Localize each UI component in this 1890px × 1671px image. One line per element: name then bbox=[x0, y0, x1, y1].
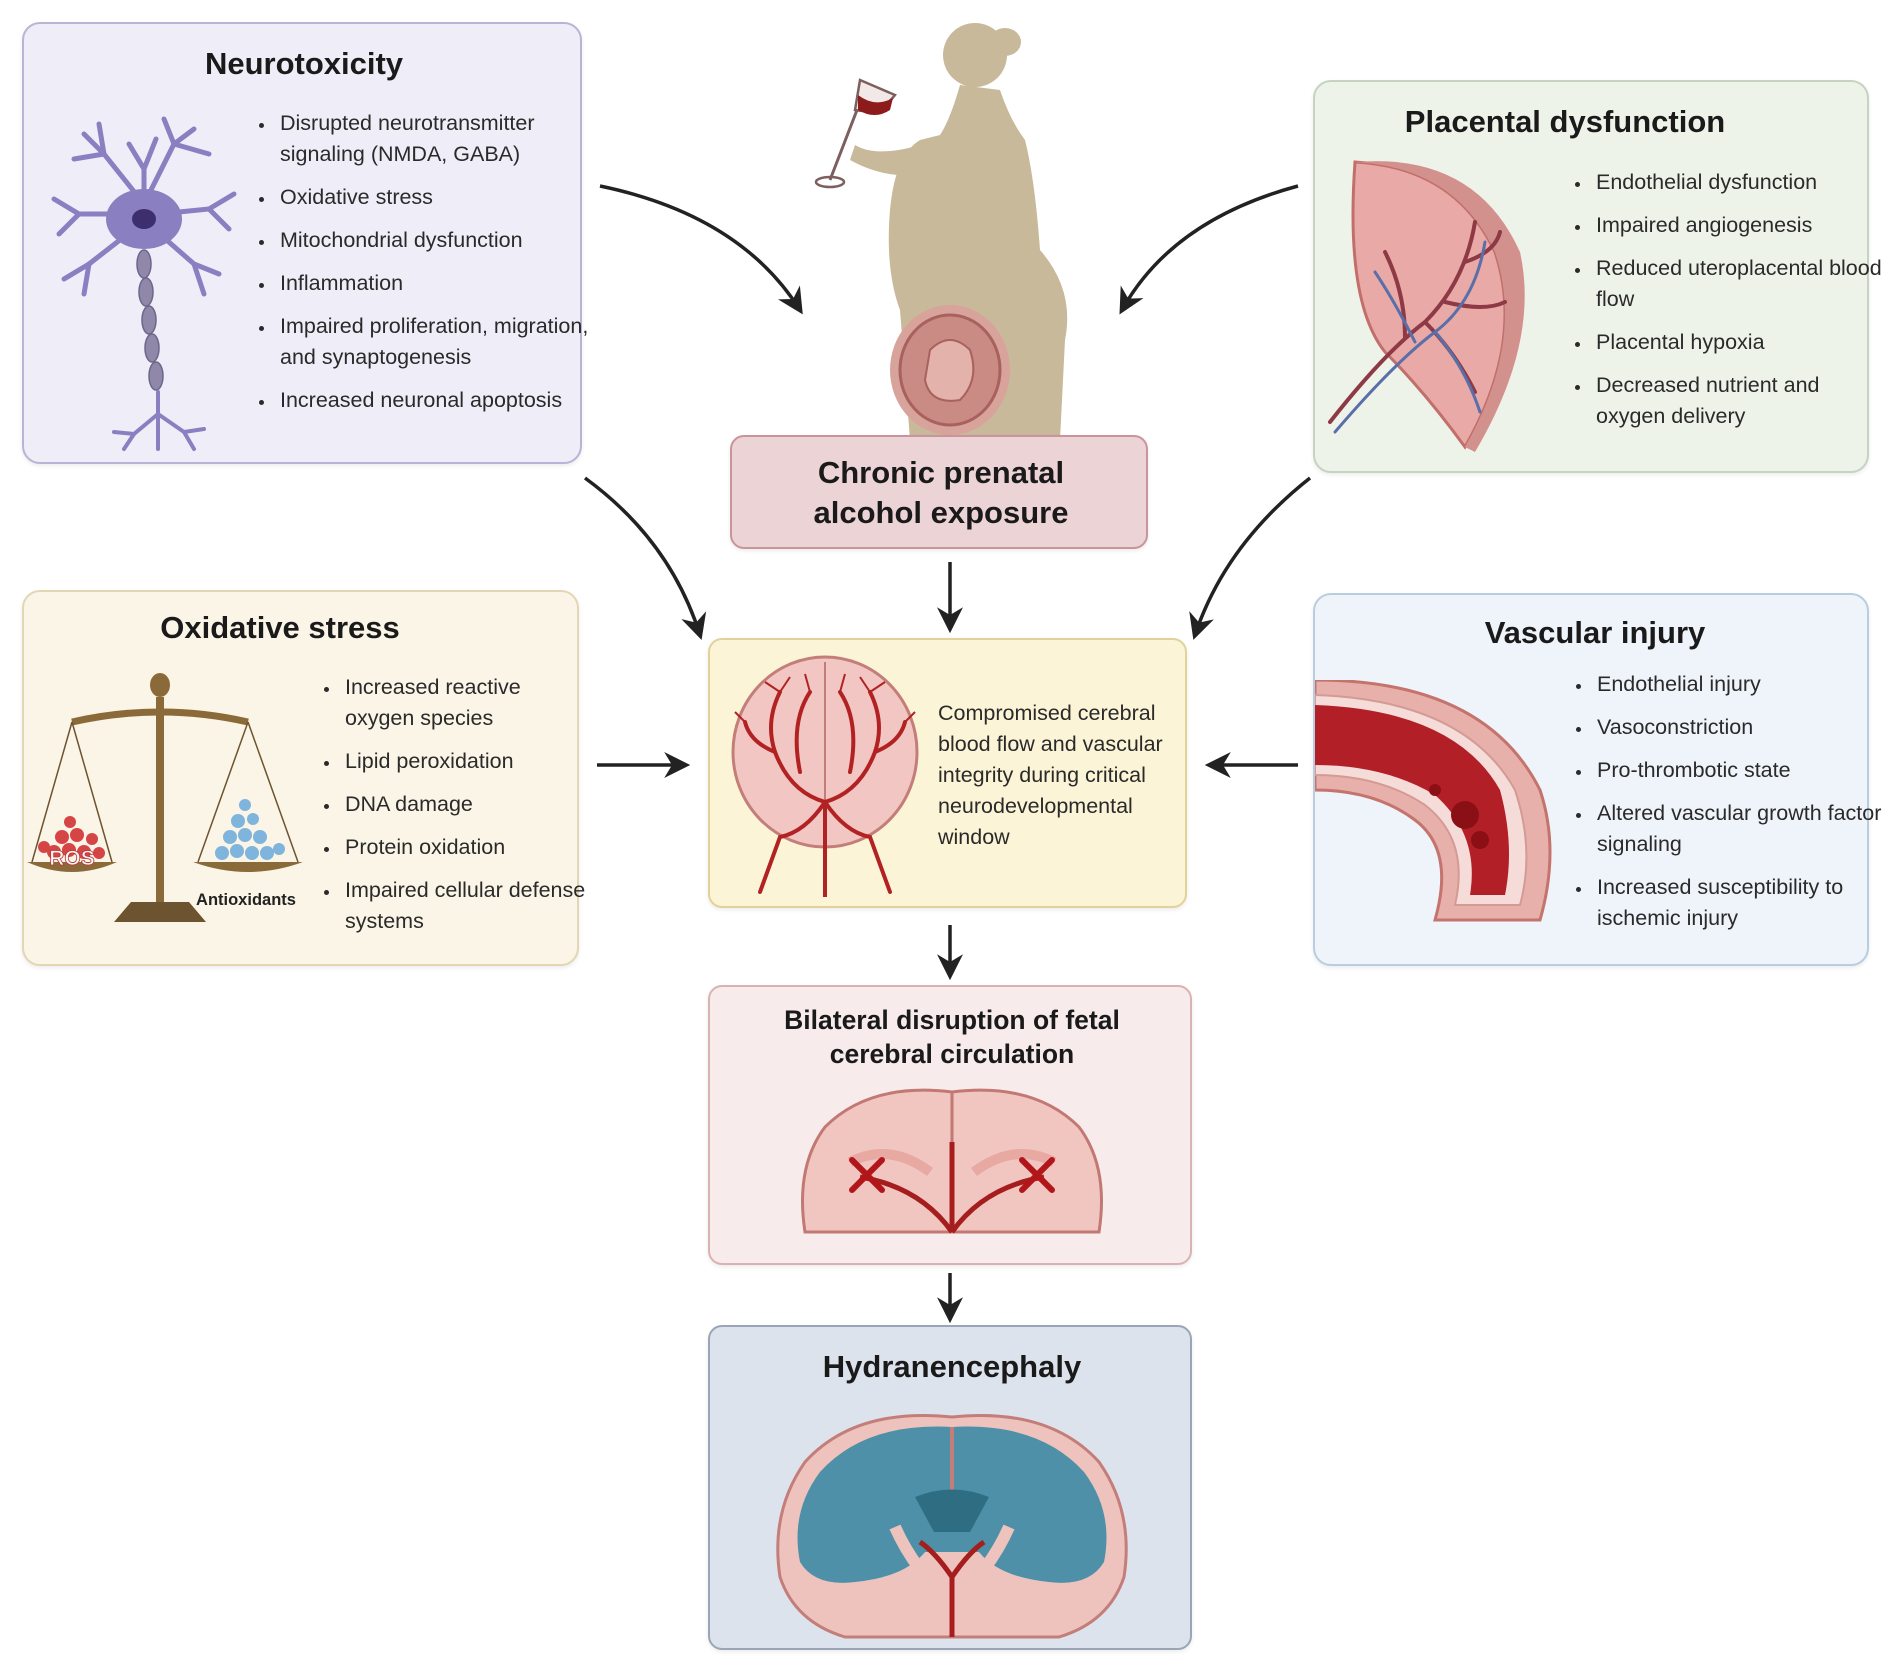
list-item: Disrupted neurotransmitter signaling (NM… bbox=[276, 108, 596, 170]
arrow-neuro-to-exposure bbox=[599, 184, 803, 315]
list-item: Inflammation bbox=[276, 268, 596, 299]
oxidative-list: Increased reactive oxygen species Lipid … bbox=[319, 672, 591, 949]
list-item: Decreased nutrient and oxygen delivery bbox=[1592, 370, 1882, 432]
hydranencephaly-brain-icon bbox=[776, 1413, 1128, 1639]
exposure-box: Chronic prenatal alcohol exposure bbox=[730, 435, 1148, 549]
cerebral-flow-text: Compromised cerebral blood flow and vasc… bbox=[938, 701, 1163, 849]
list-item: Increased neuronal apoptosis bbox=[276, 385, 596, 416]
arrow-neuro-to-center bbox=[583, 476, 707, 640]
list-item: Protein oxidation bbox=[341, 832, 591, 863]
vascular-list: Endothelial injury Vasoconstriction Pro-… bbox=[1571, 669, 1883, 946]
list-item: Increased susceptibility to ischemic inj… bbox=[1593, 872, 1883, 934]
blood-vessel-icon bbox=[1315, 680, 1552, 922]
ros-label: ROS bbox=[49, 847, 95, 870]
hydranencephaly-box: Hydranencephaly bbox=[708, 1325, 1192, 1650]
list-item: Impaired proliferation, migration, and s… bbox=[276, 311, 596, 373]
list-item: DNA damage bbox=[341, 789, 591, 820]
list-item: Endothelial injury bbox=[1593, 669, 1883, 700]
pregnant-woman-drinking-icon bbox=[814, 23, 1068, 440]
neuron-icon bbox=[51, 116, 237, 451]
vascular-panel: Vascular injury Endothelial injury Vasoc… bbox=[1313, 593, 1881, 966]
list-item: Lipid peroxidation bbox=[341, 746, 591, 777]
list-item: Endothelial dysfunction bbox=[1592, 167, 1882, 198]
bilateral-title: Bilateral disruption of fetal cerebral c… bbox=[784, 1005, 1120, 1069]
bilateral-brain-icon bbox=[801, 1088, 1103, 1234]
hydranencephaly-title: Hydranencephaly bbox=[822, 1349, 1082, 1384]
arrow-placenta-to-center bbox=[1189, 476, 1312, 640]
list-item: Altered vascular growth factor signaling bbox=[1593, 798, 1883, 860]
neurotoxicity-list: Disrupted neurotransmitter signaling (NM… bbox=[254, 108, 596, 428]
list-item: Oxidative stress bbox=[276, 182, 596, 213]
bilateral-box: Bilateral disruption of fetal cerebral c… bbox=[708, 985, 1192, 1265]
list-item: Placental hypoxia bbox=[1592, 327, 1882, 358]
placental-panel: Placental dysfunction Endothelial dysfun… bbox=[1313, 80, 1882, 473]
oxidative-title: Oxidative stress bbox=[160, 610, 400, 645]
list-item: Increased reactive oxygen species bbox=[341, 672, 591, 734]
placental-title: Placental dysfunction bbox=[1404, 104, 1726, 139]
exposure-title: Chronic prenatal alcohol exposure bbox=[813, 455, 1069, 530]
list-item: Reduced uteroplacental blood flow bbox=[1592, 253, 1882, 315]
list-item: Impaired cellular defense systems bbox=[341, 875, 591, 937]
antioxidants-label: Antioxidants bbox=[196, 891, 296, 909]
cerebral-vessels-icon bbox=[731, 655, 919, 897]
neurotoxicity-title: Neurotoxicity bbox=[204, 46, 404, 81]
placenta-icon bbox=[1328, 160, 1525, 452]
placental-list: Endothelial dysfunction Impaired angioge… bbox=[1570, 167, 1882, 444]
oxidative-panel: Oxidative stress ROS Antioxidants Increa… bbox=[22, 590, 585, 966]
arrow-placenta-to-exposure bbox=[1119, 184, 1299, 315]
neurotoxicity-panel: Neurotoxicity Disrupted neurotransmitter… bbox=[22, 22, 588, 464]
list-item: Impaired angiogenesis bbox=[1592, 210, 1882, 241]
list-item: Mitochondrial dysfunction bbox=[276, 225, 596, 256]
cerebral-flow-box: Compromised cerebral blood flow and vasc… bbox=[708, 638, 1187, 908]
vascular-title: Vascular injury bbox=[1484, 615, 1706, 650]
balance-scale-icon: ROS Antioxidants bbox=[27, 673, 303, 922]
list-item: Pro-thrombotic state bbox=[1593, 755, 1883, 786]
list-item: Vasoconstriction bbox=[1593, 712, 1883, 743]
